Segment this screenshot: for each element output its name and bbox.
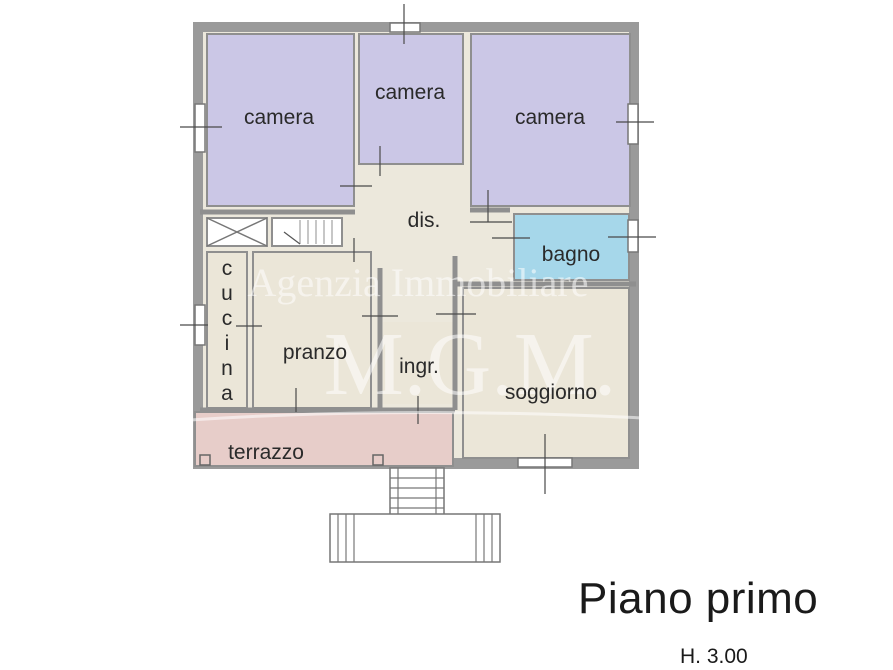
watermark-line1: Agenzia Immobiliare [248,260,589,305]
room-camera-left [206,33,355,207]
label-cucina-letter: i [225,332,230,355]
stair-box [271,217,343,247]
label-cucina-letter: c [222,307,233,330]
label-cucina-letter: n [221,357,233,380]
room-bagno [513,213,630,281]
agency-watermark: Agenzia Immobiliare M.G.M. [189,260,681,422]
room-ingresso [383,322,453,404]
room-pranzo [252,251,372,409]
floor-title: Piano primo [578,574,819,623]
terrazzo [194,411,454,467]
room-cucina [206,251,248,409]
watermark-line2: M.G.M. [324,315,617,414]
label-camera-center: camera [375,81,445,104]
label-ingresso: ingr. [399,355,439,378]
label-bagno: bagno [542,243,600,266]
external-stairs [389,467,445,519]
ceiling-height: H. 3.00 [680,645,748,668]
room-soggiorno [462,287,630,459]
room-camera-center [358,33,464,165]
label-disimpegno: dis. [408,209,441,232]
label-camera-left: camera [244,106,314,129]
label-cucina-letter: u [221,282,233,305]
label-cucina-letter: c [222,257,233,280]
label-soggiorno: soggiorno [505,381,597,404]
stair-landing [329,513,501,563]
label-pranzo: pranzo [283,341,347,364]
label-cucina-letter: a [221,382,233,405]
label-camera-right: camera [515,106,585,129]
label-cucina: c u c i n a [221,257,233,405]
label-terrazzo: terrazzo [228,441,304,464]
